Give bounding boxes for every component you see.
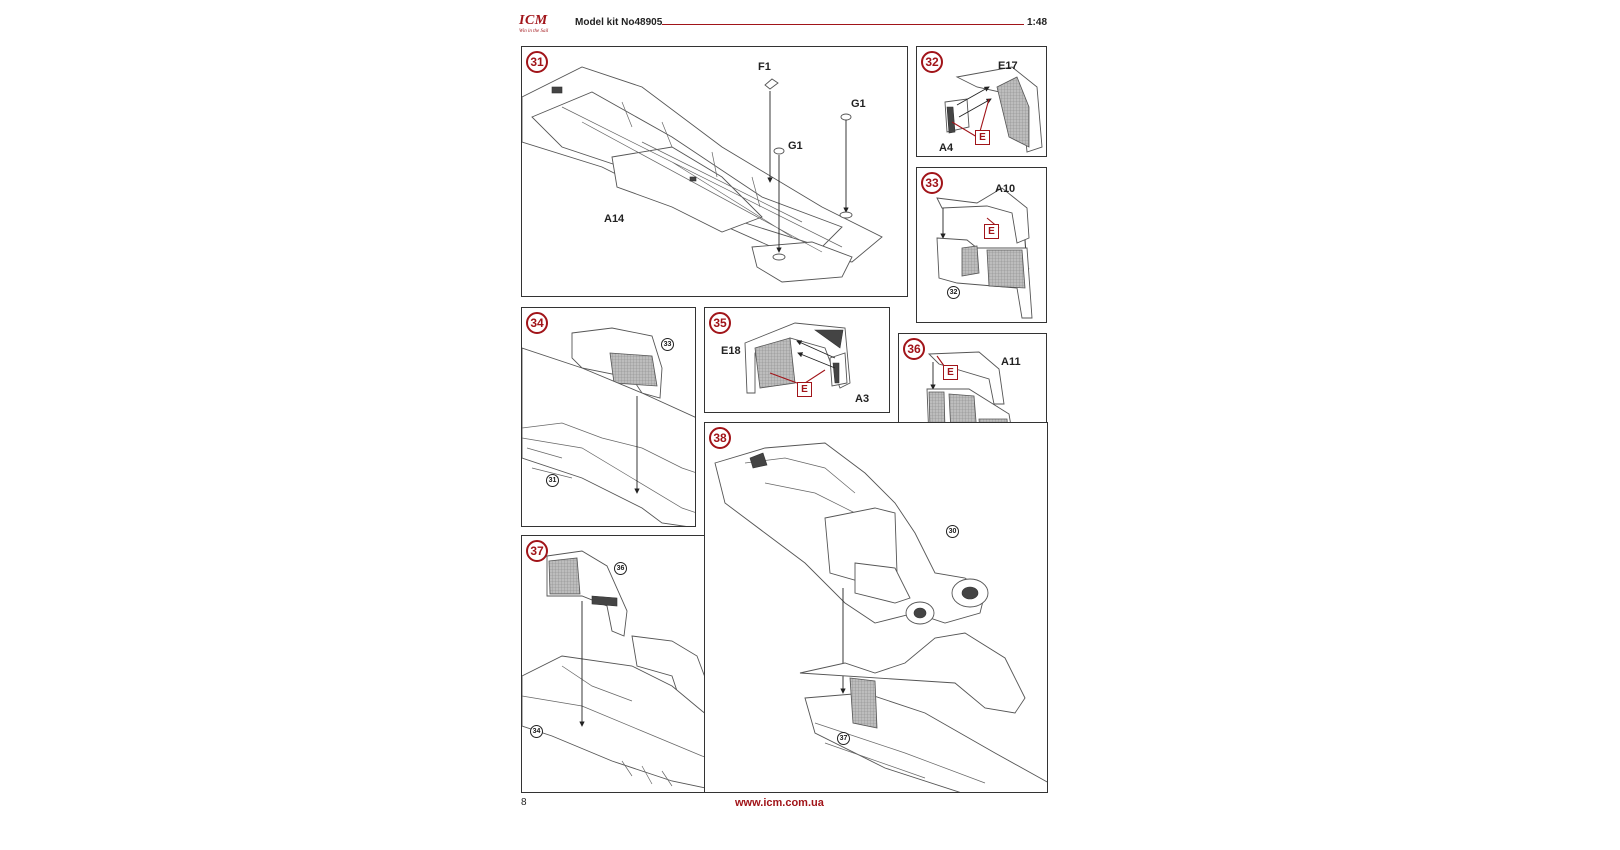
step-ref-34: 34 (530, 725, 543, 738)
part-label-g1: G1 (851, 98, 866, 110)
part-label-f1: F1 (758, 61, 771, 73)
brand-tagline: Win in the Sail (519, 29, 549, 34)
brand-logo-text: ICM (519, 13, 548, 28)
step-36-badge: 36 (903, 338, 925, 360)
header-rule (662, 24, 1024, 25)
part-label-g1: G1 (788, 140, 803, 152)
part-label-a10: A10 (995, 183, 1016, 195)
intake-duct-cover-illustration (936, 187, 1033, 319)
brand-logo: ICM Win in the Sail (519, 14, 569, 36)
step-37-badge: 37 (526, 540, 548, 562)
step-38-badge: 38 (709, 427, 731, 449)
fuselage-intake-mount-illustration (522, 550, 732, 792)
step-32-badge: 32 (921, 51, 943, 73)
step-33-badge: 33 (921, 172, 943, 194)
step-34-badge: 34 (526, 312, 548, 334)
step-ref-30: 30 (946, 525, 959, 538)
page-number: 8 (521, 797, 527, 808)
intake-duct-right-illustration (744, 322, 851, 394)
decal-marker-e: E (984, 224, 999, 239)
part-label-e17: E17 (998, 60, 1018, 72)
kit-title: Model kit No48905 (575, 17, 663, 28)
full-airframe-assembly-illustration (714, 442, 1047, 792)
step-33-panel: 33 A10 E 32 (916, 167, 1047, 323)
step-35-panel: 35 E18 A3 E (704, 307, 890, 413)
fuselage-bottom-illustration (522, 66, 883, 283)
step-31-badge: 31 (526, 51, 548, 73)
website-link[interactable]: www.icm.com.ua (735, 797, 824, 809)
step-ref-37: 37 (837, 732, 850, 745)
decal-marker-e: E (797, 382, 812, 397)
decal-marker-e: E (975, 130, 990, 145)
intake-duct-illustration (944, 66, 1043, 153)
step-38-panel: 38 30 37 (704, 422, 1048, 793)
step-32-panel: 32 E17 A4 E (916, 46, 1047, 157)
step-37-panel: 37 36 34 (521, 535, 733, 793)
decal-marker-e: E (943, 365, 958, 380)
part-label-e18: E18 (721, 345, 741, 357)
step-ref-31: 31 (546, 474, 559, 487)
part-label-a14: A14 (604, 213, 625, 225)
part-label-a11: A11 (1001, 356, 1021, 368)
step-35-badge: 35 (709, 312, 731, 334)
step-34-panel: 34 33 31 (521, 307, 696, 527)
part-label-a4: A4 (939, 142, 954, 154)
fuselage-section-illustration (522, 327, 695, 526)
part-label-a3: A3 (855, 393, 870, 405)
scale-label: 1:48 (1027, 17, 1048, 28)
step-31-panel: 31 F1 G1 G1 A14 (521, 46, 908, 297)
step-ref-36: 36 (614, 562, 627, 575)
step-ref-32: 32 (947, 286, 960, 299)
step-ref-33: 33 (661, 338, 674, 351)
